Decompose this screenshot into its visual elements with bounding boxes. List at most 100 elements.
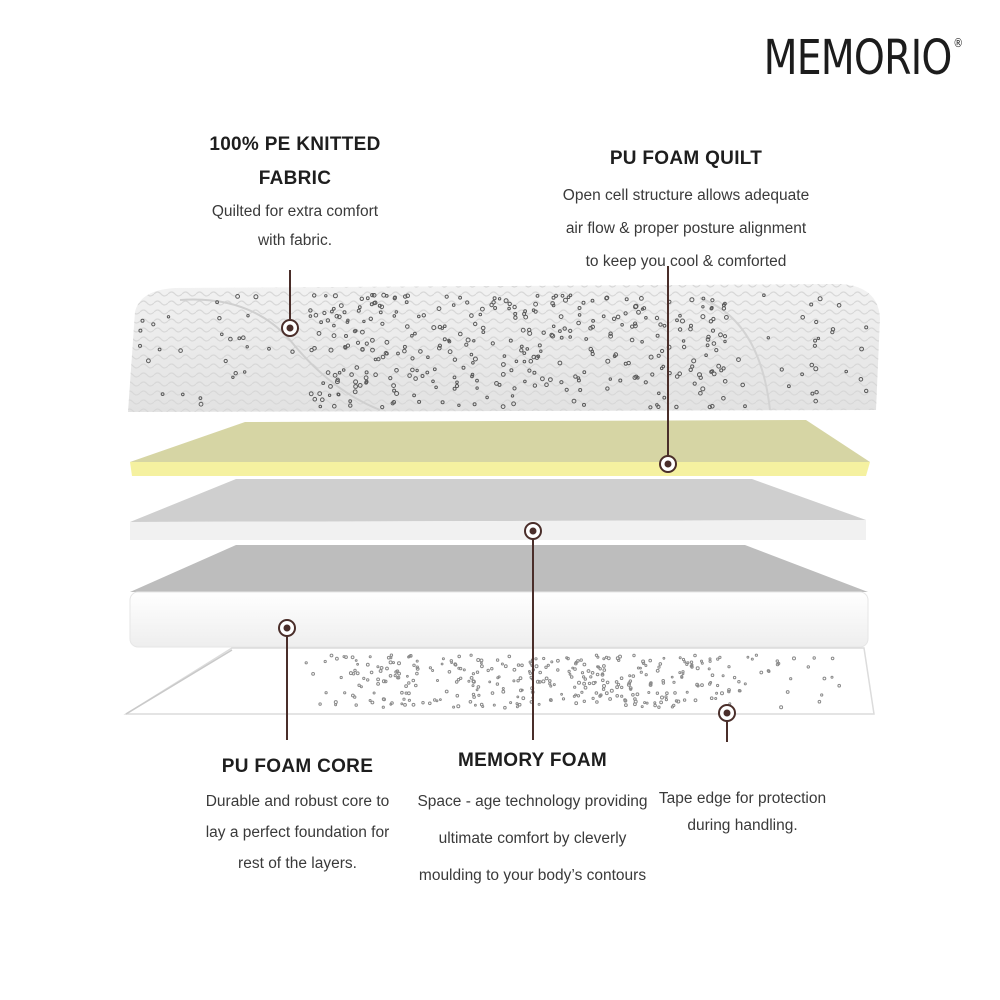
texture-dot [502, 354, 507, 358]
texture-dot [586, 669, 591, 673]
texture-dot [437, 345, 442, 351]
texture-dot [415, 667, 420, 671]
texture-dot [486, 668, 490, 673]
texture-dot [513, 315, 518, 320]
texture-dot [665, 691, 669, 696]
texture-dot [743, 404, 747, 409]
texture-dot [541, 679, 546, 684]
texture-dot [328, 347, 334, 353]
texture-dot [166, 315, 171, 319]
texture-dot [661, 681, 666, 685]
texture-dot [542, 656, 546, 661]
texture-dot [577, 306, 582, 310]
texture-dot [520, 327, 526, 333]
texture-dot [441, 657, 445, 661]
texture-dot [698, 390, 703, 396]
texture-dot [332, 372, 338, 378]
texture-dot [695, 682, 699, 687]
texture-dot [754, 653, 759, 657]
texture-dot [364, 370, 369, 375]
texture-dot [623, 311, 628, 316]
texture-dot [624, 297, 629, 302]
texture-dot [674, 374, 680, 379]
texture-dot [714, 697, 718, 700]
texture-dot [471, 684, 475, 688]
texture-dot [588, 346, 594, 352]
texture-dot [574, 661, 578, 666]
texture-dot [596, 655, 600, 659]
texture-dot [584, 337, 589, 341]
texture-dot [146, 358, 151, 364]
texture-dot [404, 300, 409, 305]
texture-dot [353, 668, 357, 673]
texture-dot [611, 316, 617, 321]
texture-dot [624, 703, 628, 707]
texture-dot [608, 331, 613, 336]
texture-dot [723, 301, 727, 306]
texture-dot [478, 312, 483, 317]
texture-dot [598, 694, 602, 698]
texture-dot [700, 661, 704, 665]
core-desc-line1: Durable and robust core to [205, 793, 390, 810]
texture-dot [655, 668, 660, 673]
texture-dot [330, 309, 334, 314]
texture-dot [215, 300, 220, 305]
texture-dot [615, 314, 621, 320]
texture-dot [719, 368, 724, 373]
texture-dot [605, 358, 611, 364]
texture-dot [343, 345, 347, 349]
texture-dot [718, 655, 722, 660]
texture-dot [563, 297, 568, 303]
texture-dot [414, 683, 418, 688]
texture-dot [381, 292, 387, 298]
texture-dot [515, 705, 519, 709]
texture-dot [705, 343, 710, 348]
texture-dot [724, 315, 729, 320]
texture-dot [355, 671, 360, 676]
texture-dot [830, 675, 834, 679]
texture-dot [501, 687, 505, 690]
texture-dot [548, 377, 553, 383]
texture-dot [418, 349, 423, 354]
texture-dot [573, 374, 578, 379]
texture-dot [411, 678, 416, 683]
texture-dot [567, 669, 571, 674]
texture-dot [472, 402, 477, 407]
texture-dot [140, 318, 145, 323]
texture-dot [353, 695, 357, 699]
texture-dot [678, 671, 682, 675]
texture-dot [497, 675, 501, 679]
texture-dot [864, 325, 869, 330]
texture-dot [633, 323, 638, 329]
texture-dot [602, 664, 606, 668]
texture-dot [539, 349, 543, 353]
texture-dot [775, 659, 779, 663]
texture-dot [468, 700, 473, 704]
texture-dot [357, 383, 363, 388]
texture-dot [578, 388, 583, 392]
texture-dot [472, 339, 476, 343]
texture-dot [655, 333, 660, 338]
texture-dot [531, 308, 536, 313]
texture-dot [677, 371, 683, 377]
fabric-desc-line2: with fabric. [257, 232, 333, 249]
texture-dot [551, 324, 556, 329]
texture-dot [450, 661, 454, 664]
texture-dot [568, 293, 573, 298]
texture-dot [415, 671, 419, 676]
texture-dot [373, 357, 378, 362]
texture-dot [516, 679, 520, 683]
texture-dot [576, 694, 581, 698]
quilt-desc-line3: to keep you cool & comforted [585, 253, 787, 270]
texture-dot [313, 312, 319, 318]
texture-dot [590, 671, 595, 675]
texture-dot [538, 670, 543, 675]
tape-desc-line2: during handling. [687, 817, 798, 834]
texture-dot [475, 688, 479, 692]
texture-dot [415, 665, 419, 669]
texture-dot [806, 665, 810, 669]
texture-dot [413, 376, 418, 381]
brand-logo: MEMORIO® [763, 30, 962, 86]
texture-dot [816, 336, 821, 341]
texture-dot [343, 691, 347, 695]
